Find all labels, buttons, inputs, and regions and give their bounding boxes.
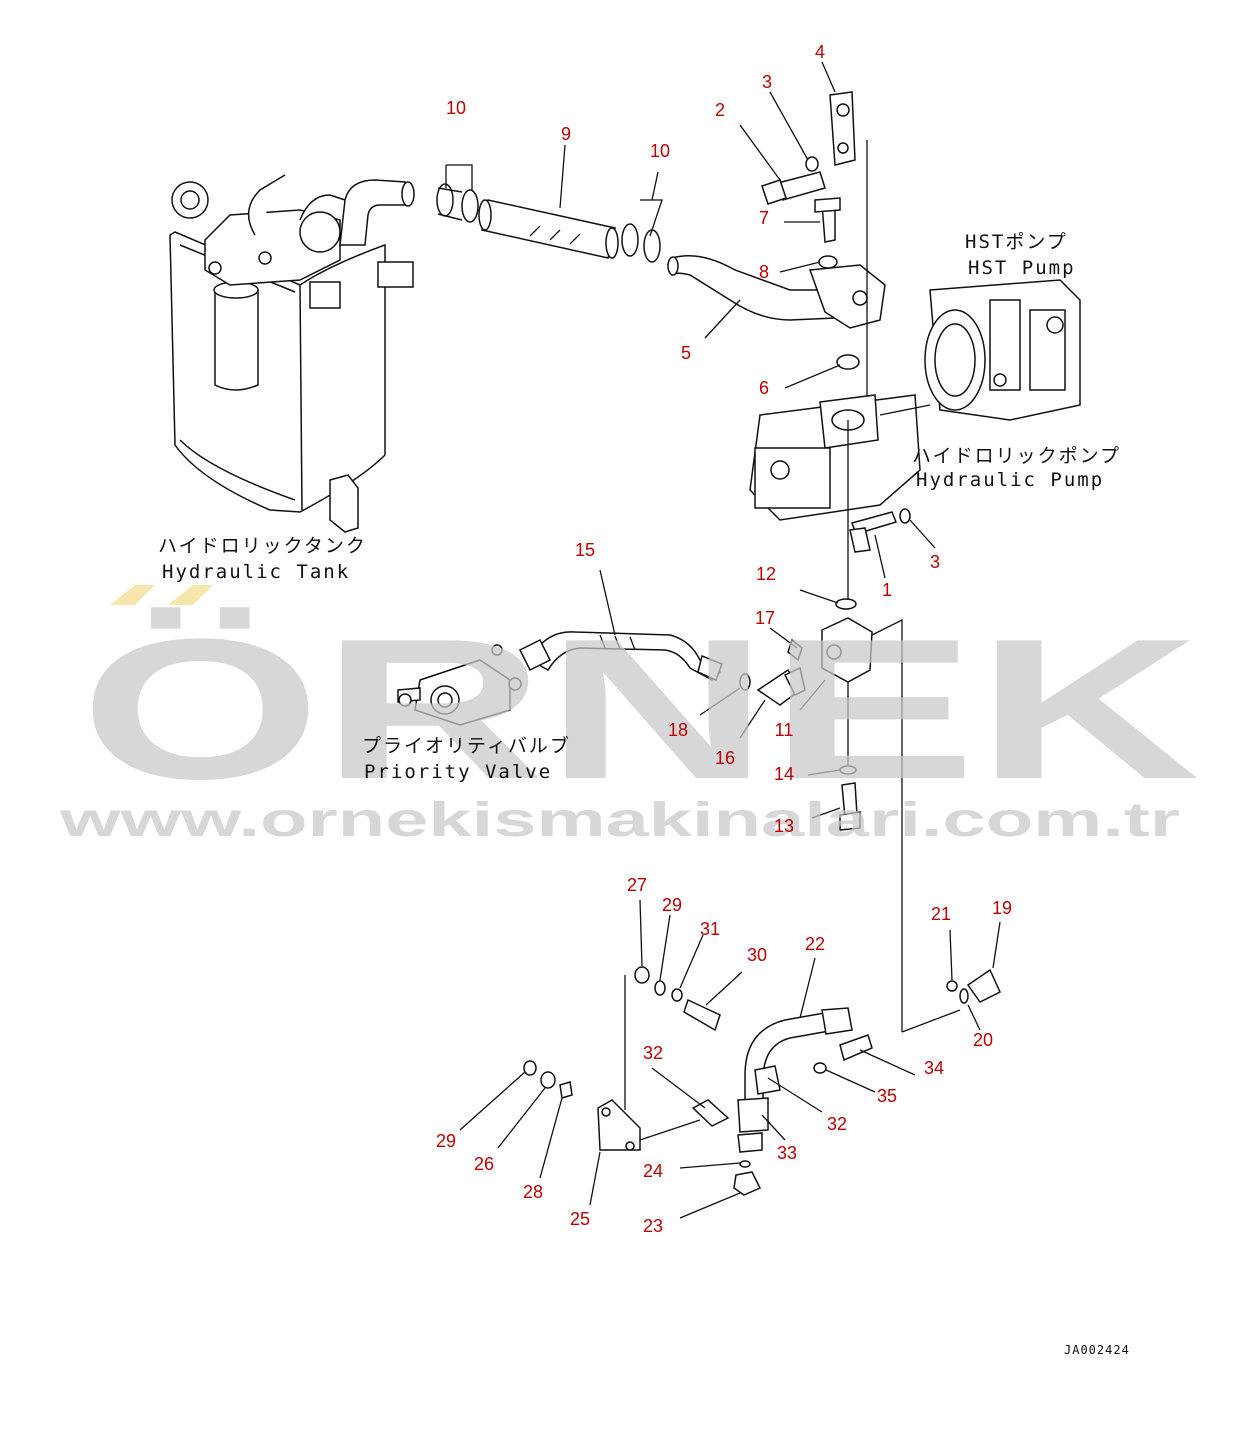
callout-13: 13 xyxy=(774,816,794,836)
callout-32-top: 32 xyxy=(643,1043,663,1063)
callout-31: 31 xyxy=(700,919,720,939)
callout-6: 6 xyxy=(759,378,769,398)
callout-15: 15 xyxy=(575,540,595,560)
callout-29-bottom: 29 xyxy=(436,1131,456,1151)
callout-34: 34 xyxy=(924,1058,944,1078)
component-labels: HSTポンプ HST Pump ハイドロリックポンプ Hydraulic Pum… xyxy=(158,231,1121,783)
hydraulic-tank-label-en: Hydraulic Tank xyxy=(162,561,350,583)
watermark: ÖRNEK www.ornekismakinalari.com.tr xyxy=(58,585,1200,847)
callout-1: 1 xyxy=(882,580,892,600)
callout-21: 21 xyxy=(931,904,951,924)
suction-hose-assembly xyxy=(436,183,836,321)
callout-22: 22 xyxy=(805,934,825,954)
tee-block-parts xyxy=(739,420,961,1033)
callout-29-top: 29 xyxy=(662,895,682,915)
callout-9: 9 xyxy=(561,124,571,144)
watermark-accent-left xyxy=(110,585,155,605)
lower-hose-bracket-parts xyxy=(523,966,1001,1196)
callout-3-top: 3 xyxy=(762,72,772,92)
callout-24: 24 xyxy=(643,1161,663,1181)
callout-32-right: 32 xyxy=(827,1114,847,1134)
hst-pump-label-jp: HSTポンプ xyxy=(965,231,1068,253)
suction-flange-parts xyxy=(761,91,886,420)
hydraulic-pump-label-en: Hydraulic Pump xyxy=(916,469,1104,491)
callout-17: 17 xyxy=(755,608,775,628)
callout-20: 20 xyxy=(973,1030,993,1050)
watermark-brand: ÖRNEK xyxy=(80,598,1200,821)
diagram-code: JA002424 xyxy=(1064,1343,1130,1357)
watermark-url: www.ornekismakinalari.com.tr xyxy=(58,794,1180,847)
callout-23: 23 xyxy=(643,1216,663,1236)
callout-26: 26 xyxy=(474,1154,494,1174)
callout-16: 16 xyxy=(715,748,735,768)
hydraulic-tank-label-jp: ハイドロリックタンク xyxy=(158,535,367,557)
hydraulic-pump-label-jp: ハイドロリックポンプ xyxy=(912,445,1121,467)
callout-18: 18 xyxy=(668,720,688,740)
callout-28: 28 xyxy=(523,1182,543,1202)
callout-25: 25 xyxy=(570,1209,590,1229)
callout-7: 7 xyxy=(759,208,769,228)
callout-14: 14 xyxy=(774,764,794,784)
callout-11: 11 xyxy=(775,720,794,740)
callout-8: 8 xyxy=(759,262,769,282)
callout-5: 5 xyxy=(681,343,691,363)
hydraulic-tank-drawing xyxy=(169,174,415,533)
priority-valve-label-en: Priority Valve xyxy=(364,761,552,783)
callout-27: 27 xyxy=(627,875,647,895)
callout-3-mid: 3 xyxy=(930,552,940,572)
priority-valve-label-jp: プライオリティバルブ xyxy=(362,734,571,757)
callout-10-right: 10 xyxy=(650,141,670,161)
callout-numbers: 1 2 3 3 4 5 6 7 8 9 10 10 11 12 13 14 15… xyxy=(436,42,1012,1236)
callout-30: 30 xyxy=(747,945,767,965)
priority-valve-hose xyxy=(397,631,723,726)
watermark-accent-right xyxy=(168,585,213,605)
callout-35: 35 xyxy=(877,1086,897,1106)
callout-19: 19 xyxy=(992,898,1012,918)
callout-4: 4 xyxy=(815,42,825,62)
callout-12: 12 xyxy=(756,564,776,584)
callout-33: 33 xyxy=(777,1143,797,1163)
leader-lines xyxy=(445,61,1001,1219)
pump-assembly-drawing xyxy=(749,279,1081,521)
callout-10-left: 10 xyxy=(446,98,466,118)
hst-pump-label-en: HST Pump xyxy=(968,257,1076,279)
callout-2: 2 xyxy=(715,100,725,120)
